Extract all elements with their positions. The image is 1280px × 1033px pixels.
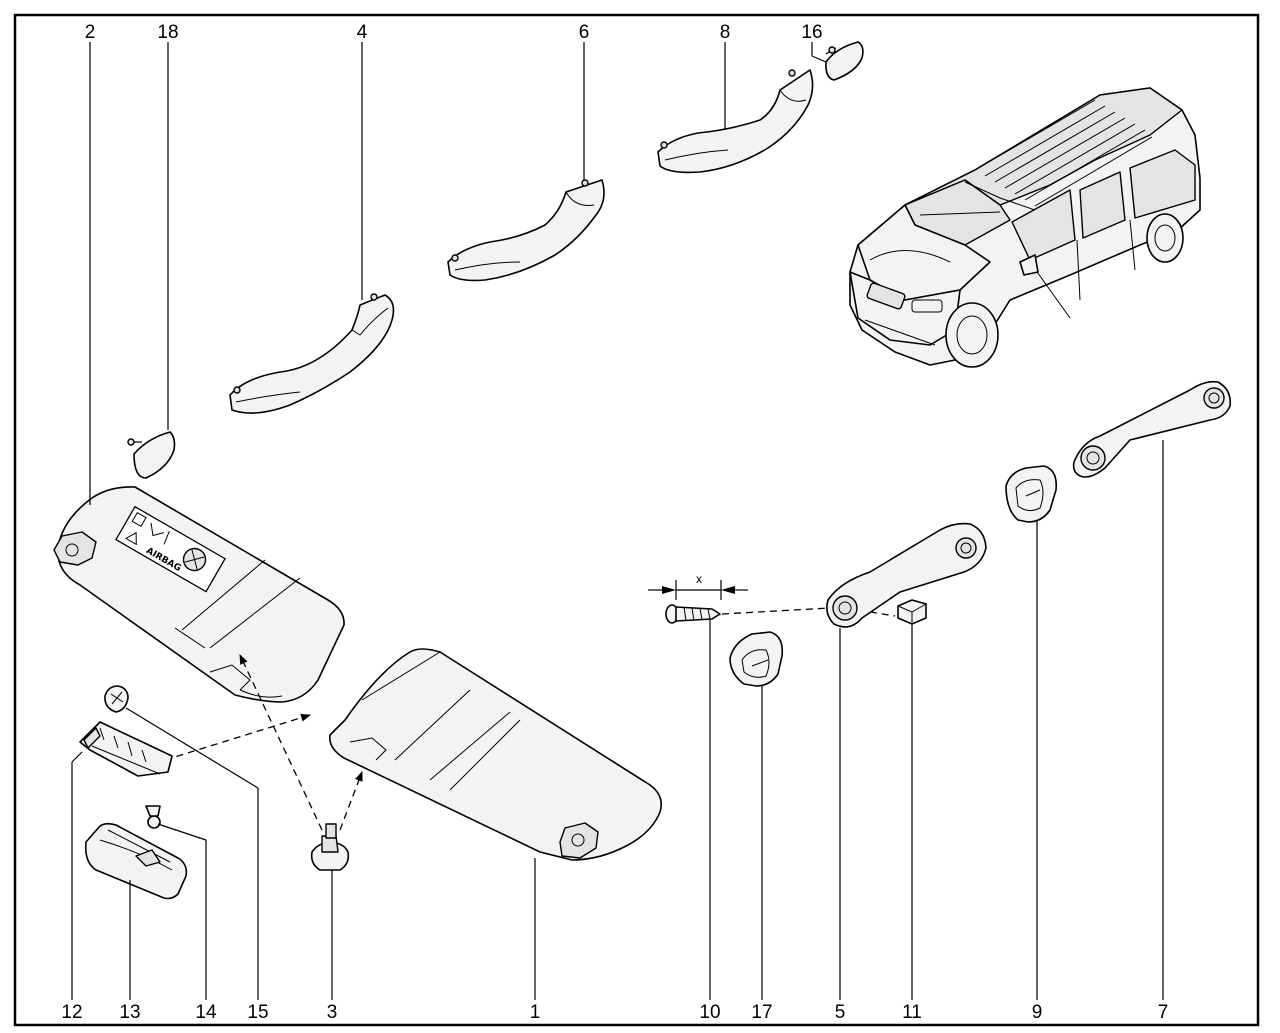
cover-13 bbox=[84, 822, 188, 900]
vehicle-illustration bbox=[849, 87, 1201, 368]
assembly-line-10-to-5 bbox=[721, 607, 831, 615]
sun-visor-1 bbox=[328, 648, 663, 861]
callout-2: 2 bbox=[85, 22, 96, 43]
clip-11 bbox=[897, 599, 927, 625]
assembly-arrow-3-to-1 bbox=[339, 771, 363, 831]
callout-1: 1 bbox=[530, 1002, 541, 1023]
callout-16: 16 bbox=[801, 22, 822, 43]
leader-lines bbox=[71, 42, 1164, 1000]
callout-15: 15 bbox=[247, 1002, 268, 1023]
callout-6: 6 bbox=[579, 22, 590, 43]
assembly-arrow-12-to-1 bbox=[164, 713, 311, 761]
cover-17 bbox=[729, 631, 784, 687]
callout-4: 4 bbox=[357, 22, 368, 43]
assembly-arrow-3-to-2 bbox=[239, 654, 323, 831]
roof-rails bbox=[974, 99, 1153, 207]
diagram-frame bbox=[13, 13, 1260, 1027]
sun-visor-2: AIRBAG bbox=[53, 486, 345, 703]
callout-10: 10 bbox=[699, 1002, 720, 1023]
clip-3 bbox=[310, 823, 350, 871]
grab-handle-4 bbox=[229, 293, 395, 414]
callout-13: 13 bbox=[119, 1002, 140, 1023]
callout-8: 8 bbox=[720, 22, 731, 43]
callout-12: 12 bbox=[61, 1002, 82, 1023]
callout-14: 14 bbox=[195, 1002, 217, 1023]
callouts-bottom: 12 13 14 15 3 1 10 17 5 11 9 7 bbox=[61, 1002, 1168, 1023]
callout-5: 5 bbox=[835, 1002, 846, 1023]
grab-handle-7 bbox=[1072, 380, 1232, 478]
grab-handle-6 bbox=[447, 179, 605, 282]
callout-9: 9 bbox=[1032, 1002, 1043, 1023]
callout-3: 3 bbox=[327, 1002, 338, 1023]
clip-cap-16 bbox=[825, 41, 864, 81]
callouts-top: 2 18 4 6 8 16 bbox=[85, 22, 823, 43]
screw-14 bbox=[145, 805, 161, 829]
nut-15 bbox=[104, 685, 129, 713]
callout-11: 11 bbox=[902, 1002, 922, 1023]
grab-handle-8 bbox=[657, 69, 814, 174]
cover-9 bbox=[1005, 465, 1058, 523]
bracket-12 bbox=[79, 721, 173, 777]
screw-10 bbox=[665, 604, 721, 624]
callout-18: 18 bbox=[157, 22, 178, 43]
callout-7: 7 bbox=[1158, 1002, 1169, 1023]
callout-17: 17 bbox=[751, 1002, 772, 1023]
dimension-x-label: x bbox=[696, 572, 702, 586]
dimension-x: x bbox=[648, 572, 748, 600]
grab-handle-5 bbox=[826, 522, 987, 628]
clip-cap-18 bbox=[127, 431, 176, 479]
